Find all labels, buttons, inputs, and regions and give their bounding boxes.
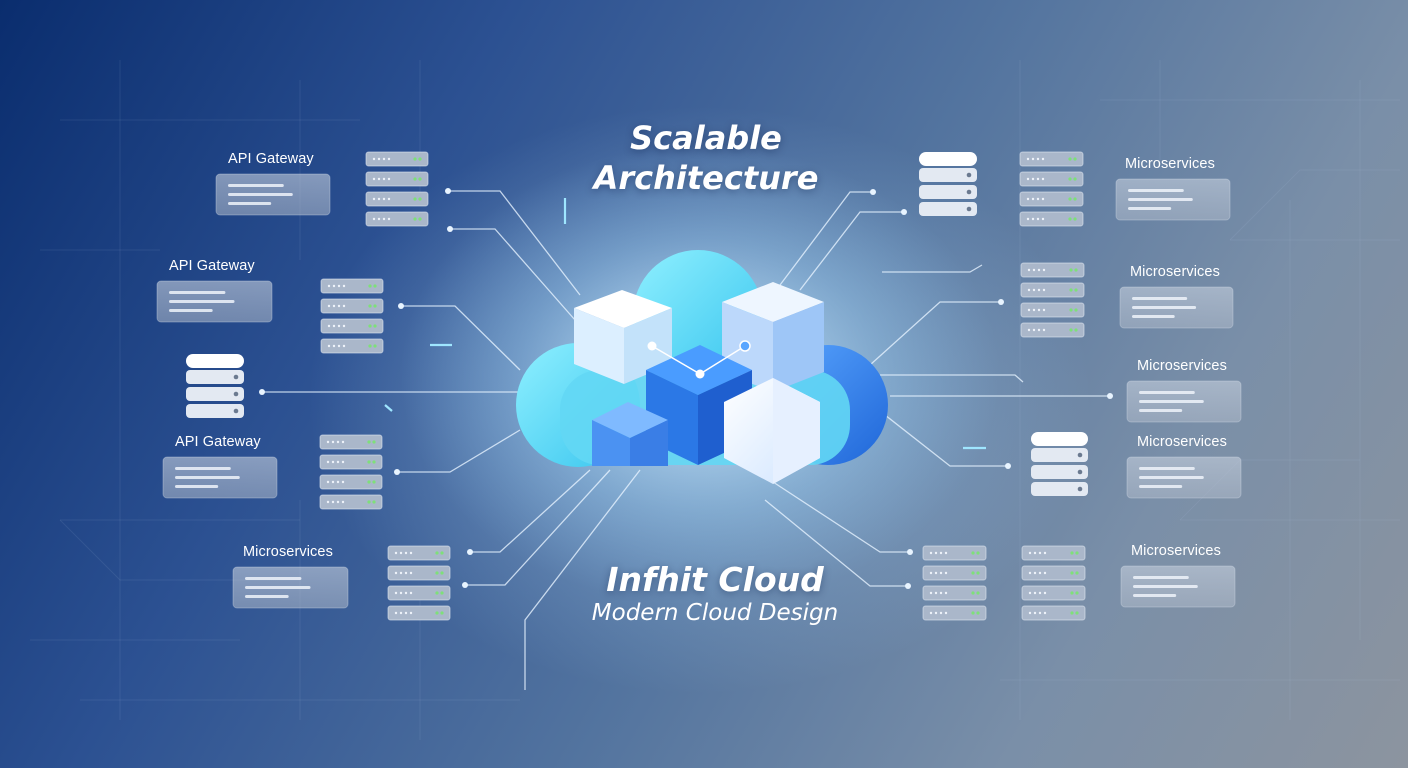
label-card bbox=[1115, 178, 1231, 221]
diagram-title-line1: Scalable bbox=[630, 119, 782, 157]
right-label-3: Microservices bbox=[1137, 358, 1227, 374]
diagram-title-line2: Architecture bbox=[593, 159, 819, 197]
right-label-5: Microservices bbox=[1131, 543, 1221, 559]
server-rack bbox=[365, 151, 429, 227]
label-card bbox=[1120, 565, 1236, 608]
label-card bbox=[156, 280, 273, 323]
left-label-2: API Gateway bbox=[169, 258, 255, 274]
server-rack bbox=[319, 434, 383, 510]
server-rack bbox=[387, 545, 451, 621]
database-stack bbox=[1031, 432, 1088, 496]
label-cards bbox=[156, 173, 1242, 609]
label-card bbox=[162, 456, 278, 499]
connection-lines bbox=[262, 190, 1110, 690]
database-stack bbox=[919, 152, 977, 216]
label-card bbox=[232, 566, 349, 609]
right-label-1: Microservices bbox=[1125, 156, 1215, 172]
left-label-3: API Gateway bbox=[175, 434, 261, 450]
database-stack bbox=[186, 354, 244, 418]
right-label-2: Microservices bbox=[1130, 264, 1220, 280]
left-label-1: API Gateway bbox=[228, 151, 314, 167]
cube-group bbox=[574, 282, 824, 484]
accent-dashes bbox=[384, 198, 986, 450]
server-racks bbox=[319, 151, 1086, 621]
server-rack bbox=[1021, 545, 1086, 621]
background-circuit-grid bbox=[30, 60, 1400, 740]
server-rack bbox=[922, 545, 987, 621]
label-card bbox=[1126, 456, 1242, 499]
server-rack bbox=[1019, 151, 1084, 227]
brand-tagline: Modern Cloud Design bbox=[591, 600, 839, 626]
label-card bbox=[1126, 380, 1242, 423]
database-stacks bbox=[186, 152, 1088, 496]
connection-dots bbox=[259, 188, 1113, 589]
server-rack bbox=[320, 278, 384, 354]
label-card bbox=[215, 173, 331, 216]
right-label-4: Microservices bbox=[1137, 434, 1227, 450]
server-rack bbox=[1020, 262, 1085, 338]
brand-name: Infhit Cloud bbox=[606, 560, 824, 599]
left-label-4: Microservices bbox=[243, 544, 333, 560]
label-card bbox=[1119, 286, 1234, 329]
